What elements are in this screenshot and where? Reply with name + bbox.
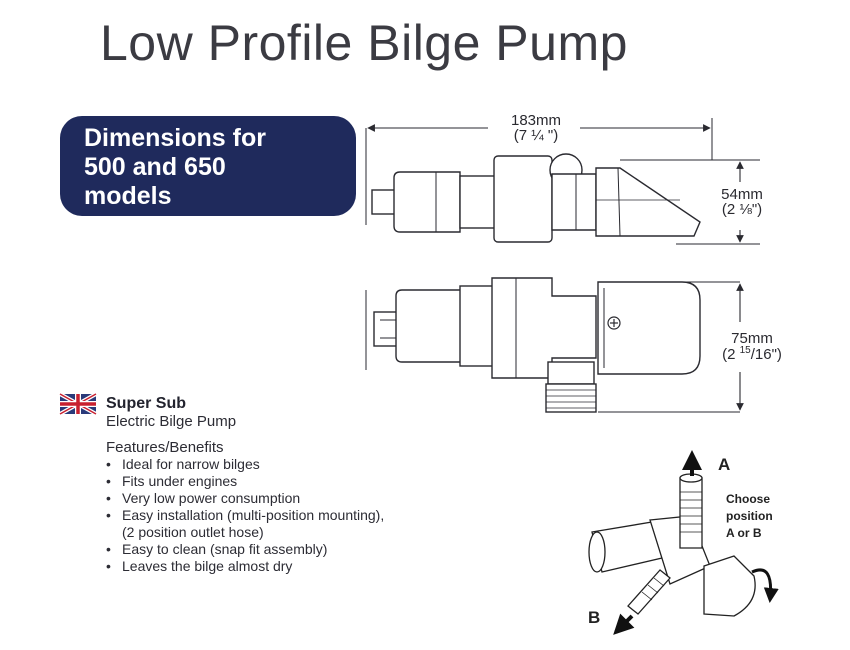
- badge-line-1: Dimensions for: [84, 124, 266, 152]
- plus-screw-icon: [607, 316, 621, 330]
- list-item: •Fits under engines: [106, 473, 238, 489]
- dimensions-badge-text: Dimensions for 500 and 650 models: [84, 124, 354, 211]
- product-subtitle: Electric Bilge Pump: [106, 413, 237, 430]
- outlet-diagram: [588, 473, 756, 617]
- depth-inches: (2 15/16"): [712, 345, 792, 363]
- pump-side-view: [365, 118, 760, 245]
- choose-line-2: position: [726, 509, 773, 523]
- length-dimension: 183mm (7 ¼ "): [496, 112, 576, 144]
- arrow-down-left-icon: [613, 613, 635, 635]
- depth-mm: 75mm: [731, 330, 773, 347]
- badge-line-3: models: [84, 182, 172, 210]
- dimensions-badge: [60, 116, 356, 216]
- product-name: Super Sub: [106, 395, 187, 412]
- rotate-arrow-icon: [751, 568, 779, 603]
- pump-top-view: [365, 277, 740, 413]
- list-item: •Easy installation (multi-position mount…: [106, 507, 385, 523]
- position-b-label: B: [588, 608, 601, 627]
- page-title: Low Profile Bilge Pump: [100, 15, 628, 71]
- depth-inches-numerator: 15: [739, 345, 751, 356]
- list-item: •Ideal for narrow bilges: [106, 456, 260, 472]
- depth-inches-whole: (2: [722, 346, 740, 363]
- depth-inches-rest: /16"): [750, 346, 782, 363]
- list-item: •Very low power consumption: [106, 490, 301, 506]
- length-inches: (7 ¼ "): [513, 127, 559, 144]
- list-item: •Leaves the bilge almost dry: [106, 558, 293, 574]
- height-dimension: 54mm (2 ⅛"): [706, 186, 778, 218]
- badge-line-2: 500 and 650: [84, 153, 226, 181]
- uk-flag-icon: [59, 392, 97, 416]
- list-item: (2 position outlet hose): [122, 524, 264, 540]
- list-item: •Easy to clean (snap fit assembly): [106, 541, 328, 557]
- features-title: Features/Benefits: [106, 439, 224, 456]
- height-mm: 54mm: [721, 186, 763, 203]
- choose-line-3: A or B: [726, 526, 762, 540]
- choose-position-note: Choose position A or B: [726, 491, 773, 542]
- choose-line-1: Choose: [726, 492, 771, 506]
- depth-dimension: 75mm (2 15/16"): [712, 330, 792, 363]
- height-inches: (2 ⅛"): [721, 201, 763, 218]
- dimension-lines: [367, 124, 744, 411]
- position-a-label: A: [718, 455, 731, 474]
- length-mm: 183mm: [510, 112, 562, 129]
- features-list: •Ideal for narrow bilges •Fits under eng…: [106, 456, 384, 575]
